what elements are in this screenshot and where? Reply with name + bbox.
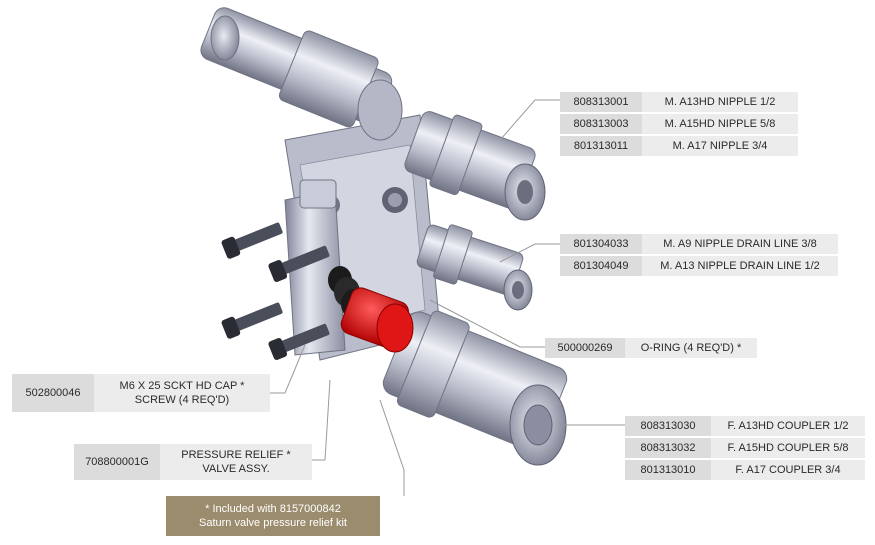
upper-nipple <box>404 111 546 221</box>
part-description: M6 X 25 SCKT HD CAP * SCREW (4 REQ'D) <box>94 374 270 412</box>
callout-coupler-2: 808313032 F. A15HD COUPLER 5/8 <box>625 438 865 458</box>
callout-nipple-1: 808313001 M. A13HD NIPPLE 1/2 <box>560 92 798 112</box>
part-description: M. A9 NIPPLE DRAIN LINE 3/8 <box>642 234 838 254</box>
cap-screws <box>221 222 330 360</box>
part-number: 808313032 <box>625 438 711 458</box>
part-description: M. A17 NIPPLE 3/4 <box>642 136 798 156</box>
part-number: 808313001 <box>560 92 642 112</box>
description-line-2: VALVE ASSY. <box>202 463 270 475</box>
leader-lines <box>270 99 625 496</box>
part-number: 808313003 <box>560 114 642 134</box>
part-number: 801313011 <box>560 136 642 156</box>
part-number: 801304049 <box>560 256 642 276</box>
top-nipple-fitting <box>200 7 403 141</box>
part-number: 801304033 <box>560 234 642 254</box>
description-line-1: M6 X 25 SCKT HD CAP * <box>119 380 245 392</box>
part-description: M. A13HD NIPPLE 1/2 <box>642 92 798 112</box>
part-description: PRESSURE RELIEF * VALVE ASSY. <box>160 444 312 480</box>
note-line-2: Saturn valve pressure relief kit <box>199 517 347 529</box>
part-number: 808313030 <box>625 416 711 436</box>
description-line-2: SCREW (4 REQ'D) <box>134 394 230 406</box>
part-description: F. A15HD COUPLER 5/8 <box>711 438 865 458</box>
callout-drain-1: 801304033 M. A9 NIPPLE DRAIN LINE 3/8 <box>560 234 838 254</box>
callout-oring: 500000269 O-RING (4 REQ'D) * <box>545 338 757 358</box>
callout-nipple-3: 801313011 M. A17 NIPPLE 3/4 <box>560 136 798 156</box>
callout-screw: 502800046 M6 X 25 SCKT HD CAP * SCREW (4… <box>12 374 270 412</box>
part-description: O-RING (4 REQ'D) * <box>625 338 757 358</box>
lower-coupler <box>382 310 568 466</box>
callout-coupler-3: 801313010 F. A17 COUPLER 3/4 <box>625 460 865 480</box>
part-description: F. A17 COUPLER 3/4 <box>711 460 865 480</box>
part-number: 801313010 <box>625 460 711 480</box>
part-description: M. A13 NIPPLE DRAIN LINE 1/2 <box>642 256 838 276</box>
callout-relief-valve: 708800001G PRESSURE RELIEF * VALVE ASSY. <box>74 444 312 480</box>
description-line-1: PRESSURE RELIEF * <box>181 449 291 461</box>
part-number: 708800001G <box>74 444 160 480</box>
callout-coupler-1: 808313030 F. A13HD COUPLER 1/2 <box>625 416 865 436</box>
part-number: 500000269 <box>545 338 625 358</box>
note-line-1: * Included with 8157000842 <box>205 503 341 515</box>
drain-nipple <box>416 224 533 311</box>
part-description: M. A15HD NIPPLE 5/8 <box>642 114 798 134</box>
callout-nipple-2: 808313003 M. A15HD NIPPLE 5/8 <box>560 114 798 134</box>
relief-valve-body <box>284 179 346 356</box>
part-number: 502800046 <box>12 374 94 412</box>
red-cap <box>340 287 414 353</box>
kit-note: * Included with 8157000842 Saturn valve … <box>166 496 380 536</box>
part-description: F. A13HD COUPLER 1/2 <box>711 416 865 436</box>
callout-drain-2: 801304049 M. A13 NIPPLE DRAIN LINE 1/2 <box>560 256 838 276</box>
